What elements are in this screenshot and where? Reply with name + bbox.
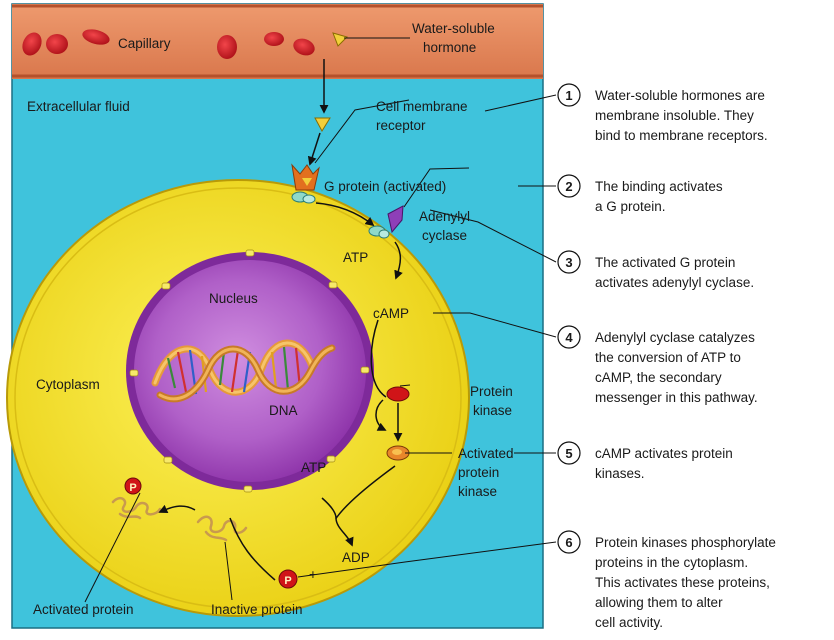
step-4: 4 Adenylyl cyclase catalyzes the convers… <box>558 326 758 405</box>
protein-kinase-icon <box>387 387 409 401</box>
extracellular-fluid-label: Extracellular fluid <box>27 99 130 114</box>
inactive-protein-label: Inactive protein <box>211 602 303 617</box>
membrane-receptor-label-line2: receptor <box>376 118 426 133</box>
nucleus-label: Nucleus <box>209 291 258 306</box>
step-4-line-4: messenger in this pathway. <box>595 390 758 405</box>
step-6-line-5: cell activity. <box>595 615 663 630</box>
activated-protein-kinase-label-line1: Activated <box>458 446 514 461</box>
step-1-line-1: Water-soluble hormones are <box>595 88 765 103</box>
phosphate-label-2: P <box>284 575 291 587</box>
atp-label-bottom: ATP <box>301 460 326 475</box>
step-1-line-2: membrane insoluble. They <box>595 108 754 123</box>
step-1-line-3: bind to membrane receptors. <box>595 128 768 143</box>
adenylyl-cyclase-label-line1: Adenylyl <box>419 209 470 224</box>
phosphate-label-1: P <box>129 482 136 494</box>
step-3-line-1: The activated G protein <box>595 255 735 270</box>
step-1-number: 1 <box>565 88 572 103</box>
step-5: 5 cAMP activates protein kinases. <box>558 442 733 481</box>
activated-protein-label: Activated protein <box>33 602 134 617</box>
step-5-number: 5 <box>565 446 572 461</box>
hormone-label-line2: hormone <box>423 40 476 55</box>
protein-kinase-label-line1: Protein <box>470 384 513 399</box>
activated-protein-kinase-label-line2: protein <box>458 465 499 480</box>
activated-protein-kinase-label-line3: kinase <box>458 484 497 499</box>
step-2-line-1: The binding activates <box>595 179 723 194</box>
step-4-number: 4 <box>565 330 573 345</box>
adenylyl-cyclase-label-line2: cyclase <box>422 228 467 243</box>
step-4-line-1: Adenylyl cyclase catalyzes <box>595 330 755 345</box>
phosphate-group-icon-2: P <box>279 570 297 588</box>
step-3: 3 The activated G protein activates aden… <box>558 251 754 290</box>
step-4-line-3: cAMP, the secondary <box>595 370 722 385</box>
adp-label: ADP <box>342 550 370 565</box>
step-1: 1 Water-soluble hormones are membrane in… <box>558 84 768 143</box>
step-3-line-2: activates adenylyl cyclase. <box>595 275 754 290</box>
step-6-line-2: proteins in the cytoplasm. <box>595 555 748 570</box>
camp-label: cAMP <box>373 306 409 321</box>
step-6-line-1: Protein kinases phosphorylate <box>595 535 776 550</box>
dna-label: DNA <box>269 403 298 418</box>
protein-kinase-label-line2: kinase <box>473 403 512 418</box>
step-5-line-2: kinases. <box>595 466 645 481</box>
step-6-number: 6 <box>565 535 572 550</box>
phosphate-group-icon: P <box>125 478 141 494</box>
membrane-receptor-label-line1: Cell membrane <box>376 99 468 114</box>
step-3-number: 3 <box>565 255 572 270</box>
step-4-line-2: the conversion of ATP to <box>595 350 741 365</box>
step-2-line-2: a G protein. <box>595 199 666 214</box>
capillary-label: Capillary <box>118 36 171 51</box>
g-protein-label: G protein (activated) <box>324 179 446 194</box>
plus-sign: + <box>309 567 317 582</box>
atp-label-top: ATP <box>343 250 368 265</box>
step-5-line-1: cAMP activates protein <box>595 446 733 461</box>
hormone-label-line1: Water-soluble <box>412 21 495 36</box>
step-6-line-4: allowing them to alter <box>595 595 723 610</box>
step-2: 2 The binding activates a G protein. <box>558 175 723 214</box>
step-6-line-3: This activates these proteins, <box>595 575 770 590</box>
cytoplasm-label: Cytoplasm <box>36 377 100 392</box>
step-2-number: 2 <box>565 179 572 194</box>
step-6: 6 Protein kinases phosphorylate proteins… <box>558 531 776 630</box>
